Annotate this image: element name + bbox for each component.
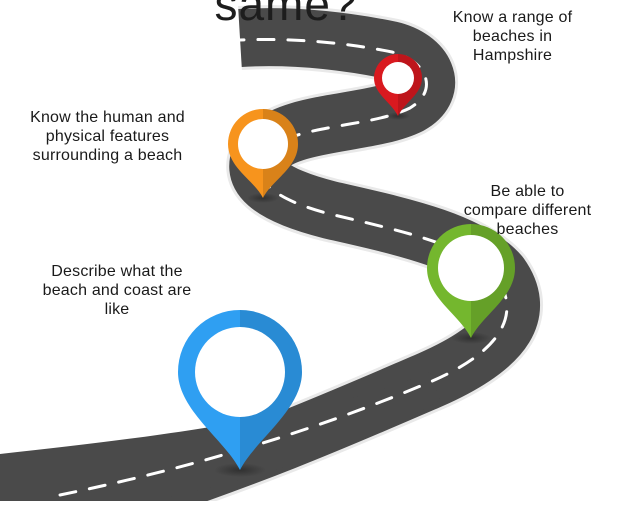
step-1-label-line: beaches in	[472, 28, 553, 45]
step-2-label-line: physical features	[45, 128, 170, 145]
pin-marker-step-3	[427, 224, 515, 344]
step-4-label-line: like	[104, 301, 130, 318]
step-2-label-line: surrounding a beach	[32, 147, 183, 164]
step-2-label: Know the human and physical features sur…	[0, 108, 215, 165]
step-3-label-line: Be able to	[490, 183, 565, 200]
pin-marker-step-4	[177, 309, 303, 477]
step-1-label-line: Know a range of	[452, 9, 573, 26]
step-4-label: Describe what the beach and coast are li…	[12, 262, 222, 319]
pin-marker-step-2	[228, 109, 298, 203]
step-1-label: Know a range of beaches in Hampshire	[420, 8, 605, 65]
step-2-label-line: Know the human and	[30, 109, 185, 126]
step-3-label-line: beaches	[496, 221, 559, 238]
step-3-label-line: compare different	[463, 202, 592, 219]
slide-title: same?	[214, 0, 358, 30]
step-1-label-line: Hampshire	[472, 47, 553, 64]
step-3-label: Be able to compare different beaches	[430, 182, 625, 239]
step-4-label-line: beach and coast are	[42, 282, 192, 299]
step-4-label-line: Describe what the	[51, 263, 183, 280]
pin-marker-step-1	[374, 54, 422, 120]
